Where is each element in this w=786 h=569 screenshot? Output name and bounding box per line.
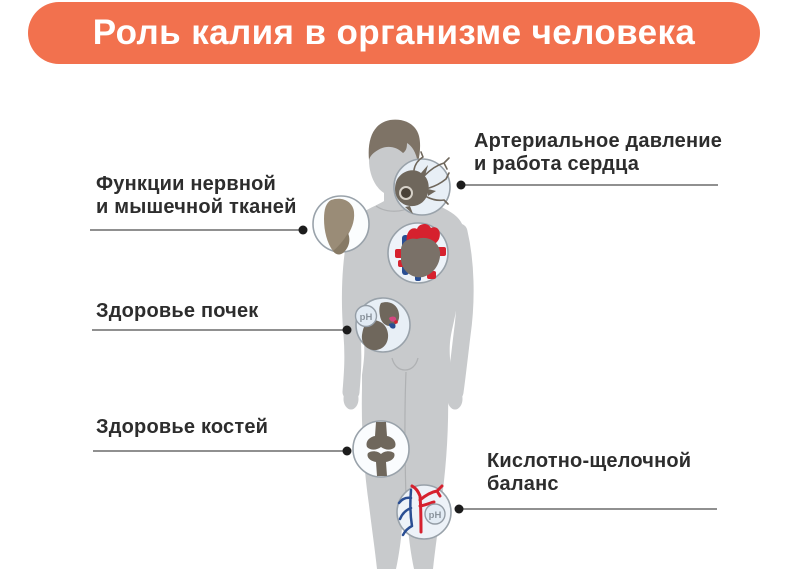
heart-icon	[400, 237, 441, 278]
bone-circle	[352, 420, 410, 478]
connector-dot-acid-base	[454, 504, 464, 514]
connector-dot-heart	[456, 180, 466, 190]
label-bone-health: Здоровье костей	[96, 416, 269, 438]
label-blood-pressure-heart: Артериальное давление и работа сердца	[474, 130, 723, 175]
page-title: Роль калия в организме человека	[92, 13, 696, 52]
label-nerve-muscle: Функции нервной и мышечной тканей	[96, 173, 297, 218]
hair	[368, 119, 421, 163]
shoulder-muscle-callout	[312, 195, 370, 255]
kidney-vessel-red	[394, 320, 398, 324]
title-banner: Роль калия в организме человека	[28, 2, 760, 64]
knee-joint-icon-upper	[366, 422, 396, 450]
blood-vessels-icon-artery	[410, 484, 444, 534]
ph-badge-vessels-label: pH	[429, 510, 442, 521]
connector-dot-nerve	[298, 225, 308, 235]
knee-joint-icon-lower	[367, 451, 395, 476]
right-hand	[447, 388, 463, 410]
neuron-dendrites	[413, 151, 450, 205]
ph-badge-vessels	[424, 503, 446, 525]
blood-vessels-icon-vein	[397, 488, 414, 537]
kidneys-icon	[361, 302, 400, 351]
neuron-icon	[395, 165, 436, 214]
pelvic-line	[391, 357, 419, 371]
ph-badge-kidney	[354, 304, 378, 328]
connector-dot-kidney	[342, 325, 352, 335]
left-hand	[343, 388, 359, 410]
muscle-icon	[324, 198, 355, 251]
label-kidney-health: Здоровье почек	[96, 300, 259, 322]
connector-dots	[298, 180, 466, 514]
kidney-vessel-blue	[389, 323, 396, 329]
kidney-callout: pH	[354, 297, 411, 353]
connector-lines	[90, 184, 718, 510]
right-arm	[446, 223, 474, 401]
label-acid-base-balance: Кислотно-щелочной баланс	[487, 450, 692, 495]
neuron-nucleus	[399, 186, 413, 200]
muscle-icon-shadow	[333, 233, 350, 255]
bone-callout	[352, 420, 410, 478]
ph-badge-kidney-label: pH	[360, 312, 373, 323]
kidney-vessel-pink	[389, 316, 397, 322]
organ-callouts: pH pH	[312, 151, 452, 540]
nerve-callout	[393, 151, 451, 216]
connector-dot-bone	[342, 446, 352, 456]
heart-callout	[387, 222, 449, 284]
vessels-callout: pH	[396, 484, 452, 540]
